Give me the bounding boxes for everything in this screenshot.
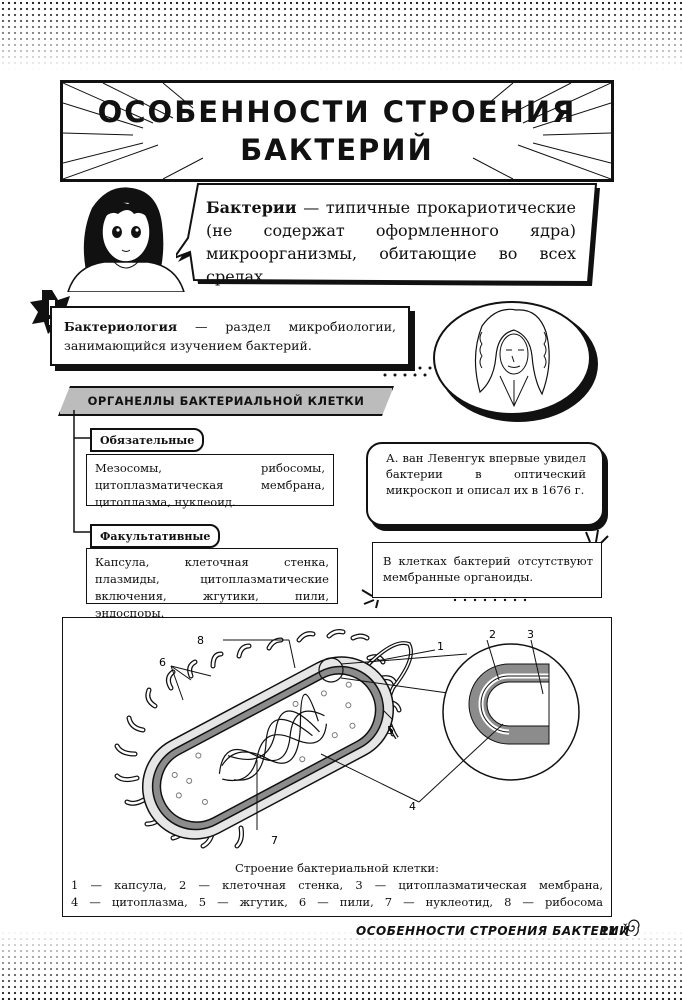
label-3: 3 [527,628,534,641]
mandatory-list: Мезосомы, рибосомы, цитоплазматическая м… [86,454,334,509]
speech-bubble-shape [176,183,600,286]
optional-tag: Факультативные [90,524,221,548]
speed-lines-decoration [63,83,611,179]
mandatory-tag: Обязательные [90,428,205,452]
leeuwenhoek-note: А. ван Левенгук впервые увидел бактерии … [366,442,604,526]
optional-items: Капсула, клеточная стенка, плазмиды, цит… [95,555,329,620]
label-6: 6 [159,656,166,669]
mandatory-label: Обязательные [100,433,195,447]
bacteria-definition-bubble: Бактерии — типичные прокариотические (не… [176,182,606,294]
leeuwenhoek-portrait [433,301,598,422]
label-4: 4 [409,800,416,813]
nucleoid [218,693,328,782]
membrane-note: В клетках бактерий отсутствуют мембранны… [372,542,602,598]
cell-structure-drawing: 8 6 1 2 3 5 4 7 [114,628,580,849]
halftone-bottom-decoration [0,930,682,1000]
speech-text: Бактерии — типичные прокариотические (не… [206,196,576,288]
spiral-icon [624,919,640,936]
speech-term: Бактерии [206,198,297,217]
title-panel: ОСОБЕННОСТИ СТРОЕНИЯ БАКТЕРИЙ [60,80,614,182]
label-7: 7 [271,834,278,847]
title-line-2: БАКТЕРИЙ [240,133,434,167]
definition-body: — раздел микробиологии, занимающийся изу… [64,319,396,353]
optional-list: Капсула, клеточная стенка, плазмиды, цит… [86,548,338,620]
caption-title: Строение бактериальной клетки: [235,861,439,875]
bacterial-cell-diagram: 8 6 1 2 3 5 4 7 Строение бактериальной к… [62,617,612,917]
girl-illustration [67,187,185,292]
label-8: 8 [197,634,204,647]
caption-line-1: 1 — капсула, 2 — клеточная стенка, 3 — ц… [71,878,603,892]
cell-body [141,656,395,840]
leeuwenhoek-text: А. ван Левенгук впервые увидел бактерии … [386,451,586,497]
dotted-decoration [378,366,432,377]
organelles-heading: ОРГАНЕЛЛЫ БАКТЕРИАЛЬНОЙ КЛЕТКИ [87,394,365,408]
mandatory-items: Мезосомы, рибосомы, цитоплазматическая м… [95,461,325,509]
page-footer: ОСОБЕННОСТИ СТРОЕНИЯ БАКТЕРИЙ 11 [332,919,642,944]
leader-lines [170,639,544,830]
title-line-1: ОСОБЕННОСТИ СТРОЕНИЯ [97,95,577,129]
halftone-top-decoration [0,0,682,70]
page-number: 11 [600,924,617,938]
label-1: 1 [437,640,444,653]
optional-label: Факультативные [100,529,211,543]
running-title: ОСОБЕННОСТИ СТРОЕНИЯ БАКТЕРИЙ [356,924,630,938]
bacteriology-definition-box: Бактериология — раздел микробиологии, за… [50,306,410,366]
label-2: 2 [489,628,496,641]
caption-line-2: 4 — цитоплазма, 5 — жгутик, 6 — пили, 7 … [71,895,603,909]
organelles-heading-bar: ОРГАНЕЛЛЫ БАКТЕРИАЛЬНОЙ КЛЕТКИ [58,386,394,416]
page-title: ОСОБЕННОСТИ СТРОЕНИЯ БАКТЕРИЙ [98,93,577,169]
label-5: 5 [387,724,394,737]
diagram-caption: Строение бактериальной клетки: 1 — капсу… [71,860,603,911]
speech-body: — типичные прокариотические (не содержат… [206,198,576,286]
definition-text: Бактериология — раздел микробиологии, за… [64,317,396,355]
definition-term: Бактериология [64,319,178,334]
burst-marks-decoration [361,530,609,609]
membrane-note-text: В клетках бактерий отсутствуют мембранны… [383,554,593,584]
